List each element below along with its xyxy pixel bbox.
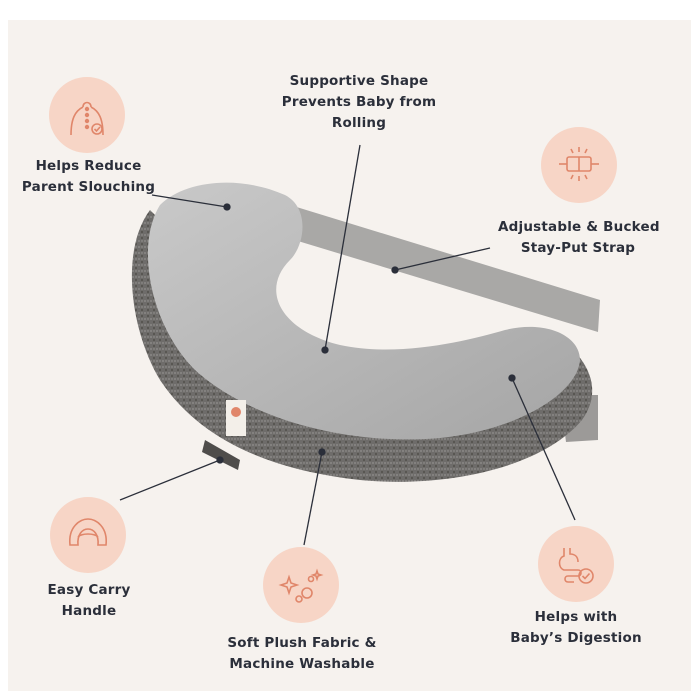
brand-tag [226, 400, 246, 436]
slouching-label: Helps Reduce Parent Slouching [21, 158, 156, 195]
fabric-label: Soft Plush Fabric & Machine Washable [227, 635, 377, 672]
handle-badge [50, 497, 126, 573]
plush-top [147, 182, 580, 440]
adjustable-strap [288, 205, 600, 332]
pillow-handle-icon [69, 518, 107, 546]
digestion-badge [538, 526, 614, 602]
handle-label: Easy Carry Handle [47, 582, 131, 619]
strap-badge [541, 127, 617, 203]
digestion-label: Helps with Baby’s Digestion [510, 609, 642, 646]
carry-handle [202, 440, 240, 470]
buckle-icon [559, 147, 599, 181]
stomach-check-icon [558, 548, 594, 584]
supportive-shape-label: Supportive Shape Prevents Baby from Roll… [281, 73, 437, 131]
fabric-badge [263, 547, 339, 623]
spine-posture-icon [70, 101, 104, 136]
strap-label: Adjustable & Bucked Stay-Put Strap [498, 219, 660, 256]
sparkle-bubbles-icon [278, 568, 324, 603]
slouching-badge [49, 77, 125, 153]
